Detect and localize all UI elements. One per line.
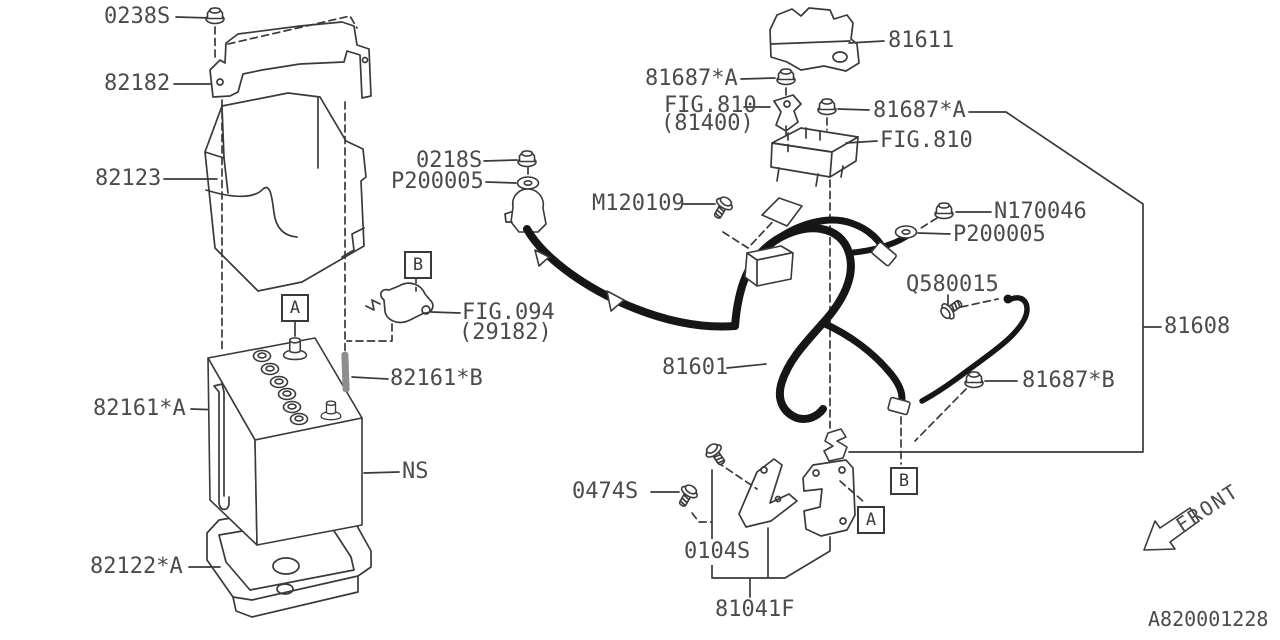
part-label-n170046: N170046 <box>994 199 1087 224</box>
part-label-81687a-1: 81687*A <box>645 66 738 91</box>
part-label-p200005: P200005 <box>391 169 484 194</box>
part-label-0238s: 0238S <box>104 4 171 29</box>
callout-box-a-battery: A <box>281 294 309 322</box>
part-label-fig810-2: FIG.810 <box>880 128 973 153</box>
part-label-fig094-ref: (29182) <box>459 320 552 345</box>
callout-box-a-bracket: A <box>857 506 885 534</box>
harness-cover-81611 <box>769 7 860 72</box>
battery-ns <box>207 337 363 546</box>
part-label-82123: 82123 <box>95 166 162 191</box>
fig094-sensor <box>365 282 434 324</box>
harness-clip <box>823 428 848 462</box>
part-label-82122a: 82122*A <box>90 554 183 579</box>
battery-holddown-bracket-82182 <box>209 21 372 99</box>
part-label-82161a: 82161*A <box>93 396 186 421</box>
construction-lines <box>214 15 999 523</box>
part-label-q580015: Q580015 <box>906 272 999 297</box>
leader-lines <box>163 16 1162 598</box>
part-label-p200005-2: P200005 <box>953 222 1046 247</box>
part-label-0474s: 0474S <box>572 479 639 504</box>
part-label-81687a-2: 81687*A <box>873 98 966 123</box>
part-label-81041f: 81041F <box>715 597 795 622</box>
callout-box-b-sensor: B <box>404 251 432 279</box>
fig810-fusebox <box>770 125 859 187</box>
part-label-81601: 81601 <box>662 355 729 380</box>
part-label-0104s: 0104S <box>682 539 753 565</box>
part-label-fig810-ref: (81400) <box>661 111 754 136</box>
part-label-81687b: 81687*B <box>1022 368 1115 393</box>
battery-harness-81601 <box>504 188 1030 423</box>
part-label-82161b: 82161*B <box>390 366 483 391</box>
front-arrow <box>1143 507 1200 551</box>
part-label-81608: 81608 <box>1164 314 1231 339</box>
callout-box-b-bracket: B <box>890 467 918 495</box>
part-label-82182: 82182 <box>104 71 171 96</box>
part-label-fig094: FIG.094 <box>462 300 555 325</box>
part-label-fig810-1: FIG.810 <box>664 93 757 118</box>
part-label-m120109: M120109 <box>592 191 685 216</box>
battery-cover-82123 <box>204 92 367 292</box>
part-label-0218s: 0218S <box>416 148 483 173</box>
fig810-bracket <box>773 94 802 132</box>
drawing-number: A820001228 <box>1148 607 1269 631</box>
part-label-ns: NS <box>402 459 429 484</box>
holddown-rod-82161b <box>341 351 350 393</box>
mount-bracket-assembly <box>738 458 856 537</box>
part-label-81611: 81611 <box>888 28 955 53</box>
holddown-rod-82161a <box>213 383 230 511</box>
